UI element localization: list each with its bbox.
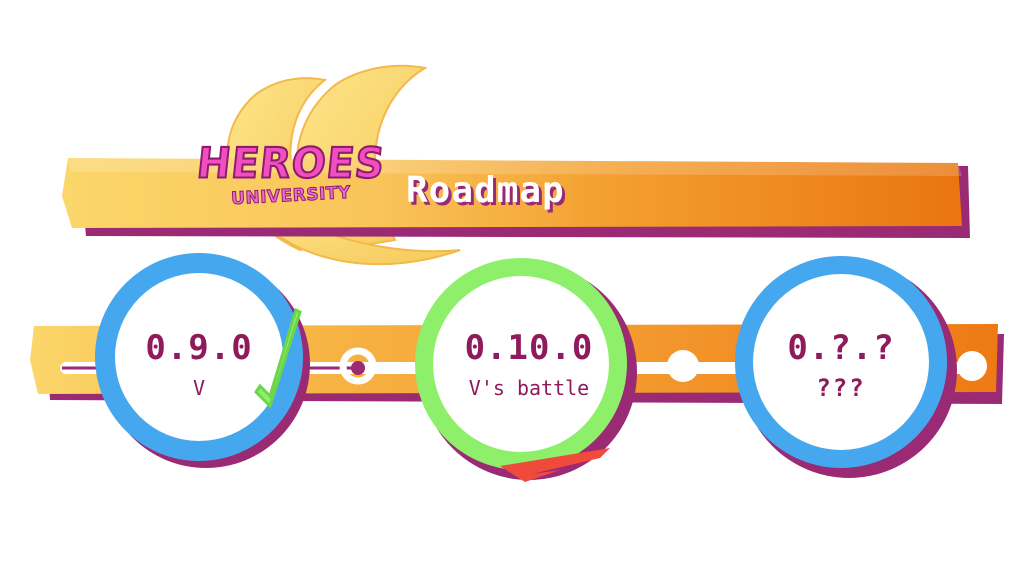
page-title: Roadmap: [406, 170, 565, 211]
logo-heroes-text: HEROES: [194, 139, 389, 189]
milestone-version: 0.?.?: [787, 328, 895, 368]
milestone-name: V: [192, 376, 206, 400]
heroes-university-logo: HEROES UNIVERSITY: [194, 138, 389, 228]
milestone-version: 0.9.0: [145, 328, 253, 368]
title-banner: [62, 158, 970, 238]
milestone-1: 0.9.0 V: [114, 328, 284, 402]
milestone-version: 0.10.0: [464, 328, 594, 368]
milestone-ring-3: [735, 256, 957, 478]
milestone-name: ???: [816, 374, 866, 402]
red-slash-mark: [500, 448, 610, 482]
milestone-2: 0.10.0 V's battle: [444, 328, 614, 402]
milestone-ring-1: [95, 253, 310, 468]
milestone-3: 0.?.? ???: [756, 328, 926, 402]
milestone-ring-2: [415, 258, 637, 480]
milestone-name: V's battle: [468, 376, 590, 400]
checkmark-icon: [254, 307, 302, 409]
